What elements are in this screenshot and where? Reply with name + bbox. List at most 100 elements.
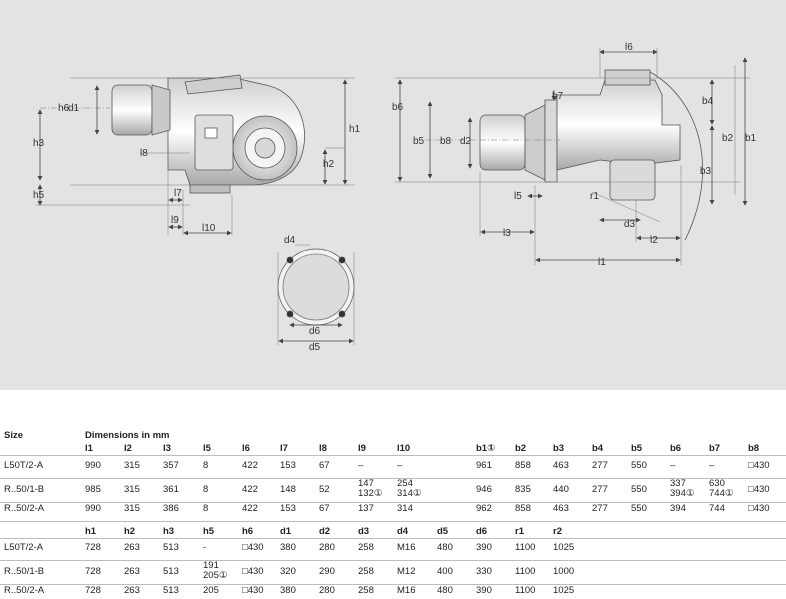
- column-header: d4: [397, 526, 409, 537]
- table-cell: –: [670, 460, 676, 471]
- side-view: [36, 74, 355, 236]
- column-header: l5: [203, 443, 211, 454]
- column-header: h6: [242, 526, 254, 537]
- column-header: h2: [124, 526, 136, 537]
- column-header: b3: [553, 443, 565, 454]
- table-cell: □430: [748, 503, 770, 514]
- table-divider: [0, 521, 786, 522]
- table-cell: 320: [280, 566, 296, 577]
- table-cell: 315: [124, 484, 140, 495]
- table-divider: [0, 455, 786, 456]
- table-cell: 858: [515, 503, 531, 514]
- label-h5: h5: [33, 190, 45, 201]
- table-cell: 8: [203, 503, 209, 514]
- column-header: h5: [203, 526, 215, 537]
- table-cell: 314: [397, 503, 413, 514]
- table-cell: 513: [163, 566, 179, 577]
- label-l5: l5: [514, 191, 522, 202]
- dimensions-header: Dimensions in mm: [85, 430, 170, 441]
- table-cell: 8: [203, 460, 209, 471]
- column-header: l2: [124, 443, 132, 454]
- table-cell: 422: [242, 503, 258, 514]
- label-l2: l2: [650, 235, 658, 246]
- table-cell: 422: [242, 460, 258, 471]
- table-cell: 946: [476, 484, 492, 495]
- table-cell: 513: [163, 542, 179, 553]
- label-b4: b4: [702, 96, 714, 107]
- table-cell: 422: [242, 484, 258, 495]
- table-cell: 147 132①: [358, 478, 383, 499]
- table-divider: [0, 560, 786, 561]
- table-cell: 290: [319, 566, 335, 577]
- table-cell: 258: [358, 566, 374, 577]
- table-cell: 277: [592, 460, 608, 471]
- label-h2: h2: [323, 159, 335, 170]
- table-cell: 835: [515, 484, 531, 495]
- table-cell: 315: [124, 503, 140, 514]
- column-header: d3: [358, 526, 370, 537]
- table-cell: 550: [631, 460, 647, 471]
- table-cell: 513: [163, 585, 179, 596]
- table-cell: M16: [397, 542, 416, 553]
- column-header: h3: [163, 526, 175, 537]
- table-cell: 744: [709, 503, 725, 514]
- column-header: b4: [592, 443, 604, 454]
- table-cell: -: [203, 542, 207, 553]
- table-row-size: R..50/1-B: [4, 484, 45, 495]
- column-header: b1①: [476, 443, 496, 454]
- table-cell: –: [709, 460, 715, 471]
- column-header: r1: [515, 526, 524, 537]
- table-cell: 357: [163, 460, 179, 471]
- table-divider: [0, 478, 786, 479]
- label-b5: b5: [413, 136, 425, 147]
- column-header: l1: [85, 443, 93, 454]
- table-cell: 67: [319, 460, 330, 471]
- table-cell: 153: [280, 503, 296, 514]
- label-l1: l1: [598, 257, 606, 268]
- column-header: d2: [319, 526, 331, 537]
- table-cell: 8: [203, 484, 209, 495]
- table-cell: –: [358, 460, 364, 471]
- table-cell: 67: [319, 503, 330, 514]
- table-cell: 858: [515, 460, 531, 471]
- flange-view-labels: d4 d6 d5: [284, 235, 321, 353]
- column-header: d6: [476, 526, 488, 537]
- table-cell: 440: [553, 484, 569, 495]
- label-b6: b6: [392, 102, 404, 113]
- table-cell: 728: [85, 566, 101, 577]
- table-cell: 463: [553, 503, 569, 514]
- label-d3: d3: [624, 219, 636, 230]
- label-d2: d2: [460, 136, 472, 147]
- column-header: l9: [358, 443, 366, 454]
- column-header: r2: [553, 526, 562, 537]
- table-cell: 480: [437, 585, 453, 596]
- table-divider: [0, 538, 786, 539]
- table-cell: 1000: [553, 566, 575, 577]
- table-cell: 961: [476, 460, 492, 471]
- size-header: Size: [4, 430, 24, 441]
- column-header: b5: [631, 443, 643, 454]
- table-cell: 315: [124, 460, 140, 471]
- table-cell: 1100: [515, 566, 536, 577]
- column-header: l10: [397, 443, 411, 454]
- label-l6: l6: [625, 42, 633, 53]
- table-cell: 550: [631, 484, 647, 495]
- table-cell: 280: [319, 585, 335, 596]
- label-l10: l10: [202, 223, 216, 234]
- column-header: b2: [515, 443, 527, 454]
- label-b2: b2: [722, 133, 734, 144]
- table-row-size: R..50/1-B: [4, 566, 45, 577]
- table-cell: □430: [748, 460, 770, 471]
- label-d6: d6: [309, 326, 321, 337]
- label-h1: h1: [349, 124, 361, 135]
- table-cell: 630 744①: [709, 478, 734, 499]
- label-l8: l8: [140, 148, 148, 159]
- table-cell: –: [397, 460, 403, 471]
- flange-view: [277, 244, 355, 345]
- table-cell: 361: [163, 484, 179, 495]
- label-b7: b7: [552, 91, 564, 102]
- table-cell: 400: [437, 566, 453, 577]
- column-header: l7: [280, 443, 288, 454]
- table-cell: 148: [280, 484, 296, 495]
